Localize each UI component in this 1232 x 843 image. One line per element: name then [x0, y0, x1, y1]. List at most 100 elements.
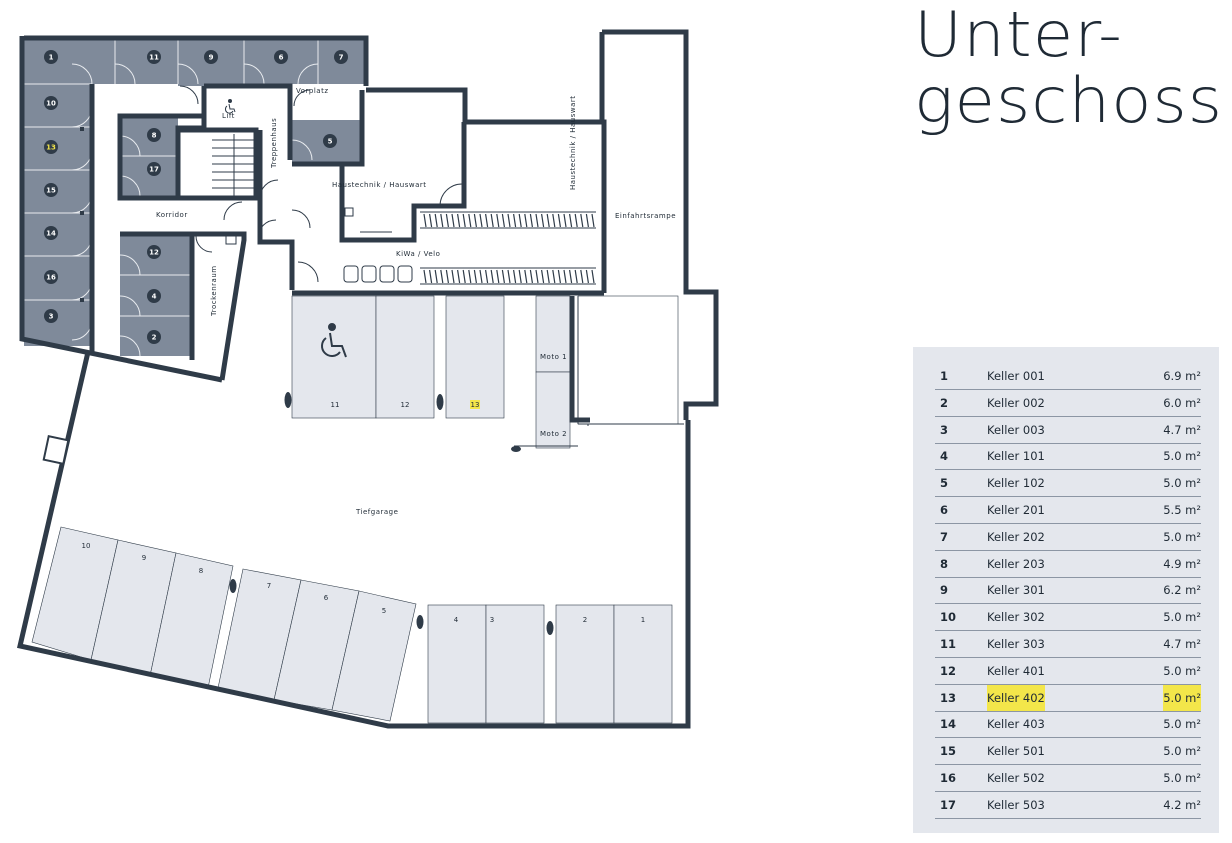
bike-slot [423, 269, 427, 284]
row-area: 4.2 m² [1163, 797, 1201, 812]
bike-slot [479, 269, 483, 284]
label-trockenraum: Trockenraum [210, 265, 218, 317]
bike-slot [485, 269, 489, 284]
label-korridor: Korridor [156, 211, 188, 219]
bike-slot [535, 213, 539, 228]
parking-10: 10 [82, 542, 91, 550]
cellar-badge-11 [147, 50, 161, 64]
bike-slot [569, 269, 573, 284]
cellar-number-11: 11 [149, 54, 159, 62]
label-einfahrtsrampe: Einfahrtsrampe [615, 212, 676, 220]
parking-9: 9 [142, 554, 146, 562]
parking-12: 12 [401, 401, 410, 409]
row-area: 6.0 m² [1163, 395, 1201, 410]
bike-rack-top [423, 213, 595, 228]
row-area: 5.0 m² [1163, 684, 1201, 711]
cellar-badge-12 [147, 245, 161, 259]
wheelchair-icon [321, 323, 347, 358]
bike-slot [580, 213, 584, 228]
bike-slot [445, 213, 449, 228]
parking-11: 11 [331, 401, 340, 409]
parking-13: 13 [471, 401, 480, 409]
row-name: Keller 401 [987, 663, 1045, 678]
row-name: Keller 502 [987, 771, 1045, 785]
cellar-number-14: 14 [46, 230, 56, 238]
cellar-number-17: 17 [149, 166, 159, 174]
title-line-1: Unter- [914, 0, 1123, 71]
pillars [80, 127, 554, 635]
bike-slot [574, 269, 578, 284]
row-number: 8 [940, 556, 949, 571]
bike-slot [468, 213, 472, 228]
bike-slot [552, 213, 556, 228]
row-number: 17 [940, 797, 957, 812]
bike-slot [563, 269, 567, 284]
cellar-number-5: 5 [328, 138, 333, 146]
row-name: Keller 203 [987, 556, 1045, 571]
row-name: Keller 001 [987, 369, 1045, 383]
cellar-badge-10 [44, 96, 58, 110]
label-tiefgarage: Tiefgarage [355, 508, 398, 516]
table-row: 7 Keller 202 5.0 m² [935, 524, 1201, 551]
cellar-badge-13 [44, 140, 58, 154]
bike-slot [529, 213, 533, 228]
bike-slot [541, 213, 545, 228]
bike-slot [429, 213, 433, 228]
bike-slot [485, 213, 489, 228]
row-name: Keller 301 [987, 583, 1045, 598]
bike-slot [513, 269, 517, 284]
label-kiwa-velo: KiWa / Velo [396, 250, 440, 258]
bike-slot [591, 213, 595, 228]
row-number: 3 [940, 422, 949, 437]
parking-6: 6 [324, 594, 329, 602]
cellar-badge-5 [323, 134, 337, 148]
door-swings [179, 85, 463, 283]
cellar-number-7: 7 [339, 54, 344, 62]
bike-slot [557, 269, 561, 284]
row-number: 1 [940, 369, 949, 383]
bike-slot [591, 269, 595, 284]
parking-8: 8 [199, 567, 203, 575]
row-area: 5.0 m² [1163, 529, 1201, 544]
row-number: 6 [940, 503, 949, 517]
bike-slot [574, 213, 578, 228]
cellar-badge-7 [334, 50, 348, 64]
label-haustechnik-2: Haustechnik / Hauswart [569, 96, 577, 191]
row-number: 7 [940, 529, 949, 544]
cellar-badge-8 [147, 128, 161, 142]
bike-slot [546, 269, 550, 284]
parking-spaces [31, 295, 673, 724]
parking-7: 7 [267, 582, 271, 590]
bike-slot [468, 269, 472, 284]
row-area: 6.9 m² [1163, 369, 1201, 383]
bike-slot [434, 213, 438, 228]
label-moto-1: Moto 1 [540, 353, 567, 361]
cellar-badge-6 [274, 50, 288, 64]
bike-slot [518, 269, 522, 284]
parking-2: 2 [583, 616, 587, 624]
bike-slot [552, 269, 556, 284]
bike-slot [440, 213, 444, 228]
cellar-number-10: 10 [46, 100, 56, 108]
row-area: 5.0 m² [1163, 744, 1201, 759]
bike-slot [585, 269, 589, 284]
row-area: 5.0 m² [1163, 771, 1201, 785]
bike-slot [557, 213, 561, 228]
row-name: Keller 202 [987, 529, 1045, 544]
cellar-number-6: 6 [279, 54, 284, 62]
row-area: 5.0 m² [1163, 717, 1201, 732]
cellar-badge-17 [147, 162, 161, 176]
parking-3: 3 [490, 616, 494, 624]
cellar-number-3: 3 [49, 313, 54, 321]
entrance-box [42, 434, 70, 466]
row-number: 14 [940, 717, 957, 732]
bike-slot [569, 213, 573, 228]
